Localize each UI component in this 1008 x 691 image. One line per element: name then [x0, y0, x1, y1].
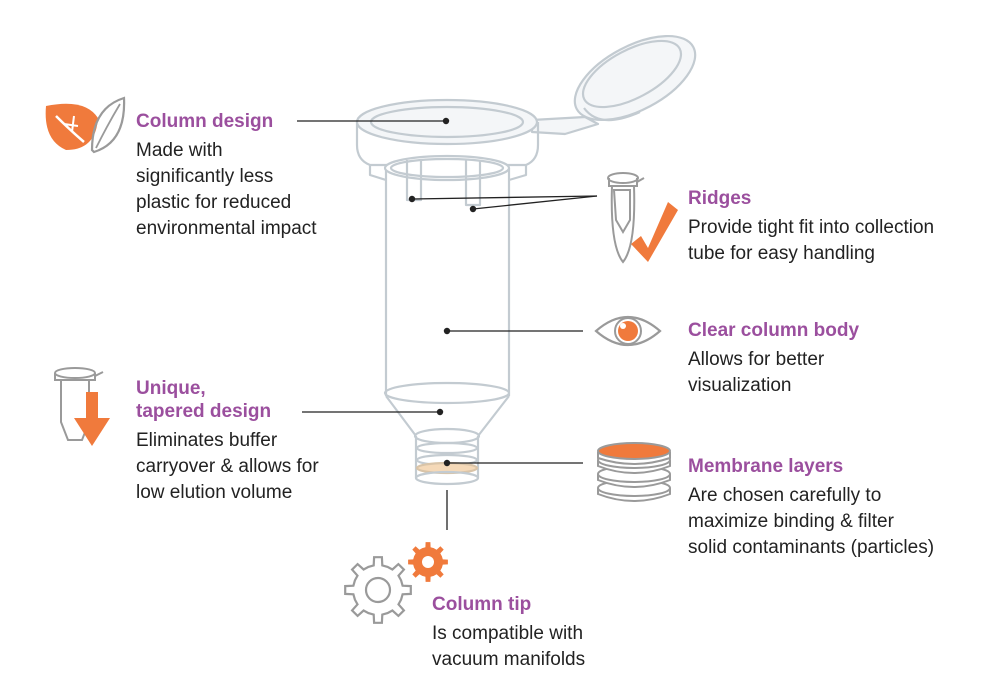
column-tip-body: Is compatible with vacuum manifolds [432, 623, 586, 670]
column-tip-title: Column tip [432, 594, 532, 615]
column-rim [355, 98, 540, 182]
callout-membrane-layers: Membrane layers Are chosen carefully to … [688, 455, 998, 561]
gears-icon [344, 542, 448, 624]
ridges-title: Ridges [688, 188, 752, 209]
orange-gear-icon [408, 542, 448, 582]
column-taper [385, 395, 510, 437]
gray-gear-icon [344, 556, 412, 624]
eye-icon [594, 316, 662, 346]
callout-clear-body: Clear column body Allows for better visu… [688, 319, 988, 399]
callout-column-tip: Column tip Is compatible with vacuum man… [432, 593, 672, 673]
membrane-layers-title: Membrane layers [688, 456, 844, 477]
membrane-layers-body: Are chosen carefully to maximize binding… [688, 485, 935, 558]
leader-ridges-2 [472, 195, 598, 210]
column-design-title: Column design [136, 111, 274, 132]
tapered-tube-down-arrow-icon [54, 367, 110, 446]
ridges-body: Provide tight fit into collection tube f… [688, 217, 935, 264]
callout-column-design: Column design Made with significantly le… [136, 110, 376, 242]
clear-body-title: Clear column body [688, 320, 860, 341]
callout-tapered-design: Unique, tapered design Eliminates buffer… [136, 377, 376, 506]
leader-lines [297, 117, 598, 530]
tapered-design-title: Unique, tapered design [136, 378, 272, 422]
spin-column [355, 34, 697, 486]
column-design-body: Made with significantly less plastic for… [136, 140, 317, 239]
column-tip [413, 427, 481, 486]
clear-body-body: Allows for better visualization [688, 349, 825, 396]
column-lid [530, 34, 697, 136]
membrane-stack-icon [597, 442, 671, 502]
checkmark-tube-icon [607, 172, 678, 264]
column-body [383, 154, 511, 405]
tapered-design-body: Eliminates buffer carryover & allows for… [136, 430, 319, 503]
leaf-icon [45, 96, 126, 154]
callout-ridges: Ridges Provide tight fit into collection… [688, 187, 998, 267]
leader-ridges-1 [411, 195, 598, 200]
